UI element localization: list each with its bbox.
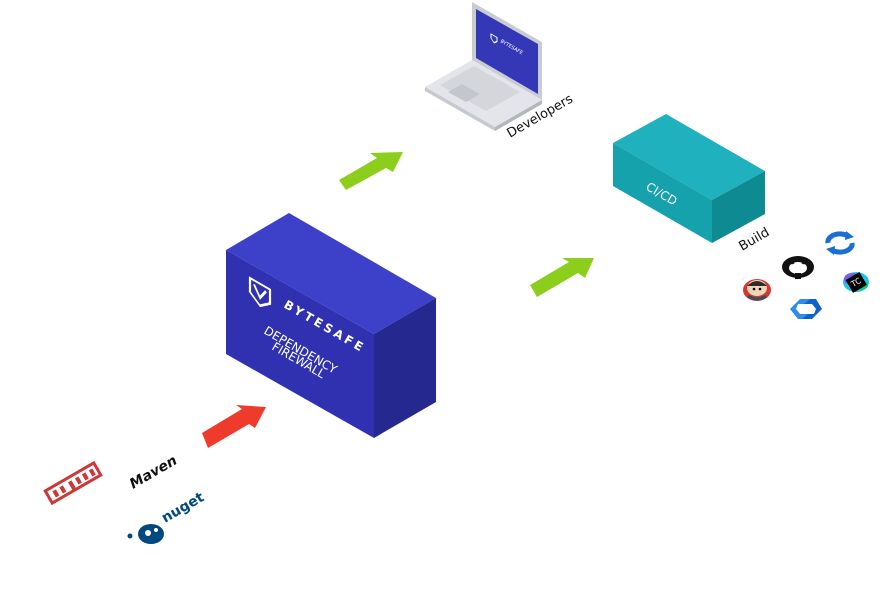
teamcity-icon: TC — [843, 271, 869, 293]
maven-logo: Maven — [127, 453, 180, 493]
laptop-keyboard — [440, 66, 520, 111]
build-label: Build — [737, 225, 773, 254]
npm-logo: npm — [43, 460, 103, 506]
firewall-front-face — [226, 250, 374, 438]
github-icon — [782, 256, 814, 279]
firewall-side-face — [374, 298, 436, 438]
laptop-base-front — [425, 87, 495, 131]
dependency-firewall-box: BYTESAFE DEPENDENCY FIREWALL — [226, 213, 436, 438]
laptop-screen — [476, 9, 538, 94]
laptop-base-side — [495, 100, 542, 131]
jenkins-icon — [743, 279, 771, 301]
maven-text: Maven — [127, 453, 180, 493]
bytesafe-shield-icon — [248, 276, 272, 308]
developer-laptop: BYTESAFE — [425, 2, 542, 131]
cicd-box: CI/CD — [613, 114, 765, 243]
laptop-trackpad — [448, 84, 480, 102]
nuget-blob-icon — [138, 524, 164, 544]
cicd-side-face — [712, 171, 765, 243]
output-arrow-to-developers — [339, 152, 403, 190]
nuget-dot-icon — [127, 533, 133, 539]
firewall-top-face — [226, 213, 436, 334]
nuget-text: nuget — [159, 489, 207, 526]
output-arrow-to-cicd — [530, 258, 594, 297]
nuget-logo: nuget — [127, 489, 207, 544]
laptop-logo-icon — [490, 33, 498, 44]
input-arrow — [202, 405, 266, 448]
circleci-like-icon — [825, 231, 855, 255]
cicd-front-face — [613, 143, 712, 243]
azure-devops-icon — [790, 299, 822, 319]
cicd-top-face — [613, 114, 765, 200]
